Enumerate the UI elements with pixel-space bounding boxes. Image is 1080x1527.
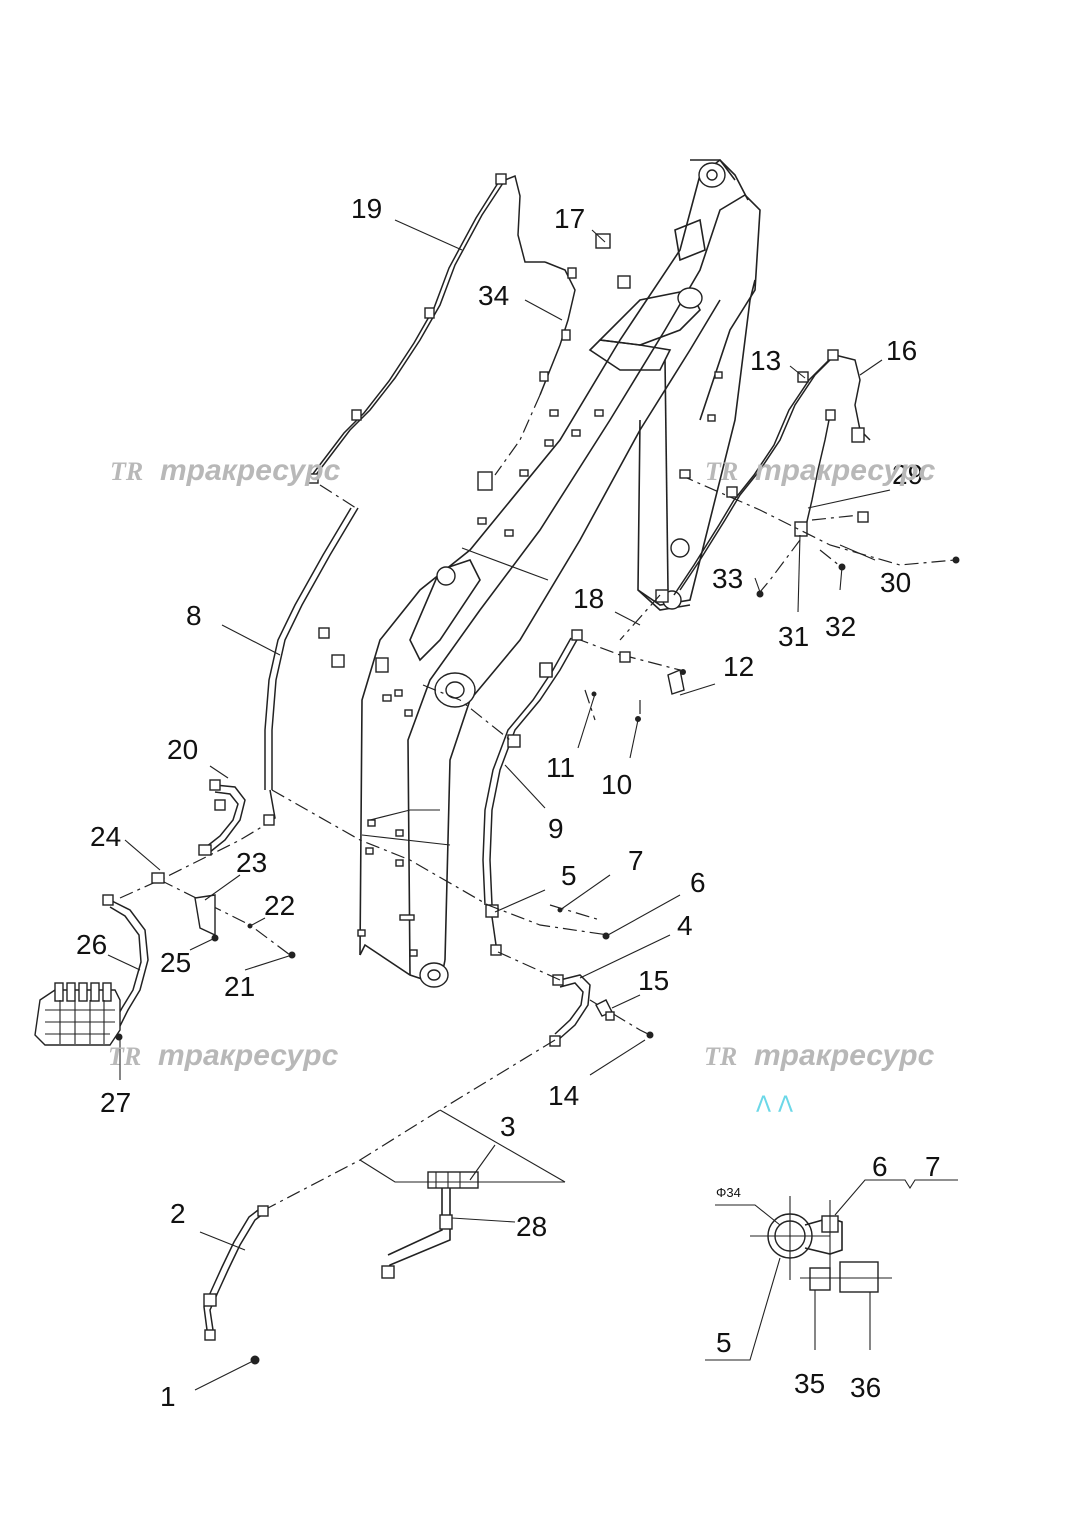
detail-clamp-view xyxy=(705,1179,958,1361)
callout-19: 19 xyxy=(351,193,382,224)
callout-26: 26 xyxy=(76,929,107,960)
callout-18: 18 xyxy=(573,583,604,614)
callout-29: 29 xyxy=(892,459,923,490)
callout-17: 17 xyxy=(554,203,585,234)
bracket-assembly xyxy=(381,1171,479,1279)
callout-8: 8 xyxy=(186,600,202,631)
watermark-text: тракресурс xyxy=(755,454,936,487)
center-lines xyxy=(119,474,956,1209)
watermark-text: тракресурс xyxy=(158,1039,339,1072)
detail-callout-7: 7 xyxy=(925,1151,941,1182)
callout-13: 13 xyxy=(750,345,781,376)
detail-callout-35: 35 xyxy=(794,1368,825,1399)
callout-31: 31 xyxy=(778,621,809,652)
control-valve-block xyxy=(34,982,121,1046)
excavator-boom xyxy=(357,158,761,988)
callout-22: 22 xyxy=(264,890,295,921)
callout-23: 23 xyxy=(236,847,267,878)
callout-16: 16 xyxy=(886,335,917,366)
callout-30: 30 xyxy=(880,567,911,598)
callout-24: 24 xyxy=(90,821,121,852)
callout-7: 7 xyxy=(628,845,644,876)
callout-10: 10 xyxy=(601,769,632,800)
callout-27: 27 xyxy=(100,1087,131,1118)
watermark-text: тракресурс xyxy=(754,1039,935,1072)
callout-28: 28 xyxy=(516,1211,547,1242)
callout-1: 1 xyxy=(160,1381,176,1412)
callout-15: 15 xyxy=(638,965,669,996)
callout-3: 3 xyxy=(500,1111,516,1142)
watermark-text: тракресурс xyxy=(160,454,341,487)
callout-33: 33 xyxy=(712,563,743,594)
detail-callout-36: 36 xyxy=(850,1372,881,1403)
callout-14: 14 xyxy=(548,1080,579,1111)
callout-21: 21 xyxy=(224,971,255,1002)
callout-4: 4 xyxy=(677,910,693,941)
watermark-bottom-left: TR тракресурс xyxy=(108,1039,339,1072)
detail-diameter-label: Φ34 xyxy=(716,1185,741,1200)
watermark-top-right: TR тракресурс xyxy=(705,454,936,487)
callout-6: 6 xyxy=(690,867,706,898)
callout-34: 34 xyxy=(478,280,509,311)
callout-32: 32 xyxy=(825,611,856,642)
watermark-logo: TR xyxy=(704,1042,737,1071)
watermark-logo: TR xyxy=(108,1042,141,1071)
callout-9: 9 xyxy=(548,813,564,844)
callout-2: 2 xyxy=(170,1198,186,1229)
callout-12: 12 xyxy=(723,651,754,682)
callout-20: 20 xyxy=(167,734,198,765)
detail-callout-6: 6 xyxy=(872,1151,888,1182)
watermark-logo: TR xyxy=(110,457,143,486)
section-marks: Λ Λ xyxy=(756,1093,793,1118)
leader-lines xyxy=(107,219,891,1391)
detail-callout-5: 5 xyxy=(716,1327,732,1358)
callout-11: 11 xyxy=(546,752,575,783)
callout-25: 25 xyxy=(160,947,191,978)
part-callouts: 19 17 34 16 13 29 8 30 33 18 31 32 12 11… xyxy=(76,193,923,1412)
watermark-logo: TR xyxy=(705,457,738,486)
watermark-top-left: TR тракресурс xyxy=(110,454,341,487)
callout-5: 5 xyxy=(561,860,577,891)
watermark-bottom-right: TR тракресурс xyxy=(704,1039,935,1072)
detail-labels: Φ34 6 7 5 35 36 xyxy=(716,1151,941,1403)
hose-lines xyxy=(102,173,871,1365)
